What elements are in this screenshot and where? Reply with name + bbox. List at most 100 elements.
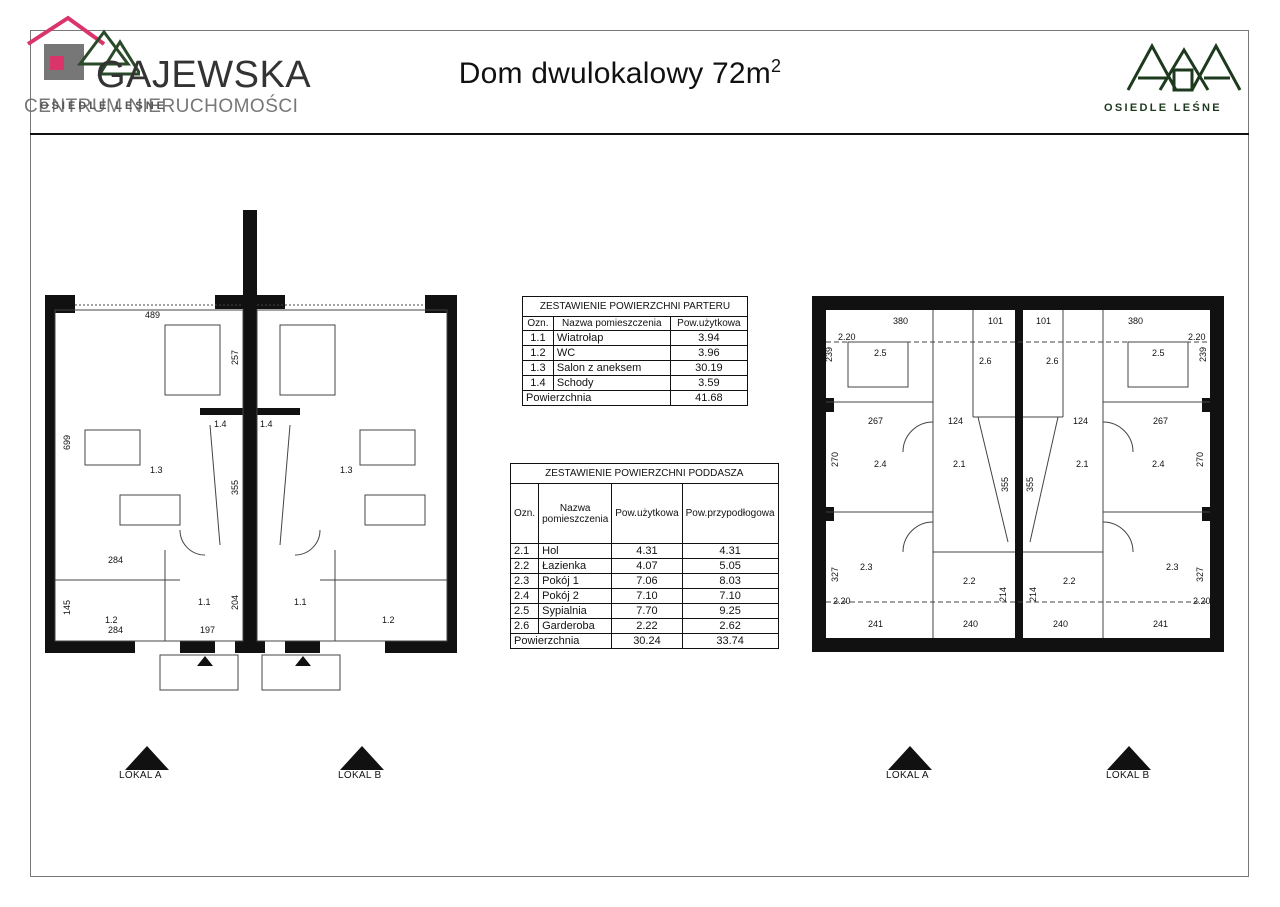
north-arrow-icon (340, 746, 384, 770)
dim-label: 2.20 (838, 332, 856, 342)
cell: Pokój 2 (538, 588, 613, 604)
dim-label: 197 (200, 625, 215, 635)
ground-floor-plan: 489 257 699 355 284 145 284 197 204 1.1 … (45, 210, 457, 691)
dim-label: 267 (1153, 416, 1168, 426)
wall (45, 295, 55, 653)
cell: Sypialnia (538, 603, 613, 619)
dim-label: 284 (108, 625, 123, 635)
dim-label: 2.20 (1188, 332, 1206, 342)
wall (45, 641, 135, 653)
column-header: Pow.przypodłogowa (681, 483, 779, 544)
dim-label: 284 (108, 555, 123, 565)
cell: Pokój 1 (538, 573, 613, 589)
cell: 41.68 (669, 390, 749, 406)
dim-label: 257 (230, 350, 240, 365)
room-label: 1.1 (198, 597, 211, 607)
room-label: 1.2 (382, 615, 395, 625)
dim-label: 380 (1128, 316, 1143, 326)
wall (180, 641, 215, 653)
osiedle-logo: OSIEDLE LEŚNE (1100, 40, 1250, 120)
cell: 7.70 (611, 603, 683, 619)
table-title: ZESTAWIENIE POWIERZCHNI PARTERU (522, 296, 748, 317)
cell: 1.4 (522, 375, 554, 391)
cell: Łazienka (538, 558, 613, 574)
tree-houses-icon (1126, 42, 1242, 92)
page-title: Dom dwulokalowy 72m2 (0, 56, 1240, 91)
dim-label: 214 (1028, 587, 1038, 602)
dim-label: 355 (1000, 477, 1010, 492)
wall (235, 641, 265, 653)
cell: 4.07 (611, 558, 683, 574)
column-header: Pow.użytkowa (611, 483, 683, 544)
dim-label: 101 (988, 316, 1003, 326)
brand-name: GAJEWSKA (96, 54, 312, 96)
dim-label: 2.20 (833, 596, 851, 606)
north-arrow-icon (125, 746, 169, 770)
dim-label: 355 (1025, 477, 1035, 492)
cell: 2.22 (611, 618, 683, 634)
cell: 7.10 (681, 588, 779, 604)
cell: 2.6 (509, 618, 540, 634)
wall (812, 296, 826, 652)
cell: Powierzchnia (509, 633, 613, 649)
wall (285, 641, 320, 653)
title-superscript: 2 (771, 56, 782, 76)
cell: 33.74 (681, 633, 779, 649)
cell: 4.31 (611, 543, 683, 559)
cell: 2.3 (509, 573, 540, 589)
dim-label: 270 (830, 452, 840, 467)
cell: 30.19 (669, 360, 749, 376)
cell: WC (552, 345, 671, 361)
cell: 2.4 (509, 588, 540, 604)
cell: 3.94 (669, 330, 749, 346)
room-label: 2.5 (874, 348, 887, 358)
dim-label: 101 (1036, 316, 1051, 326)
attic-floor-plan: 380 101 101 380 239 239 267 267 124 124 … (812, 296, 1224, 652)
cell: Powierzchnia (522, 390, 671, 406)
dim-label: 239 (824, 347, 834, 362)
column-header: Pow.użytkowa (669, 316, 749, 331)
cell: Garderoba (538, 618, 613, 634)
room-label: 2.2 (963, 576, 976, 586)
cell: 7.10 (611, 588, 683, 604)
title-text: Dom dwulokalowy 72m (458, 57, 772, 90)
cell: 1.2 (522, 345, 554, 361)
drawing-frame (30, 30, 1249, 877)
cell: Wiatrołap (552, 330, 671, 346)
cell: 7.06 (611, 573, 683, 589)
dim-label: 124 (1073, 416, 1088, 426)
cell: 2.62 (681, 618, 779, 634)
room-label: 2.3 (860, 562, 873, 572)
wall (826, 507, 834, 521)
dim-label: 699 (62, 435, 72, 450)
caption-attic-b: LOKAL B (1106, 770, 1150, 781)
wall (200, 408, 300, 415)
brand-subtitle: CENTRUM NIERUCHOMOŚCI (24, 96, 299, 117)
dim-label: 355 (230, 480, 240, 495)
dim-label: 204 (230, 595, 240, 610)
room-label: 1.4 (214, 419, 227, 429)
room-label: 2.2 (1063, 576, 1076, 586)
dim-label: 270 (1195, 452, 1205, 467)
cell: 1.3 (522, 360, 554, 376)
cell: Hol (538, 543, 613, 559)
dim-label: 380 (893, 316, 908, 326)
dim-label: 241 (868, 619, 883, 629)
cell: 2.1 (509, 543, 540, 559)
cell: 9.25 (681, 603, 779, 619)
wall (1202, 507, 1210, 521)
north-arrow-icon (1107, 746, 1151, 770)
cell: 4.31 (681, 543, 779, 559)
north-arrow-icon (888, 746, 932, 770)
room-label: 1.3 (150, 465, 163, 475)
